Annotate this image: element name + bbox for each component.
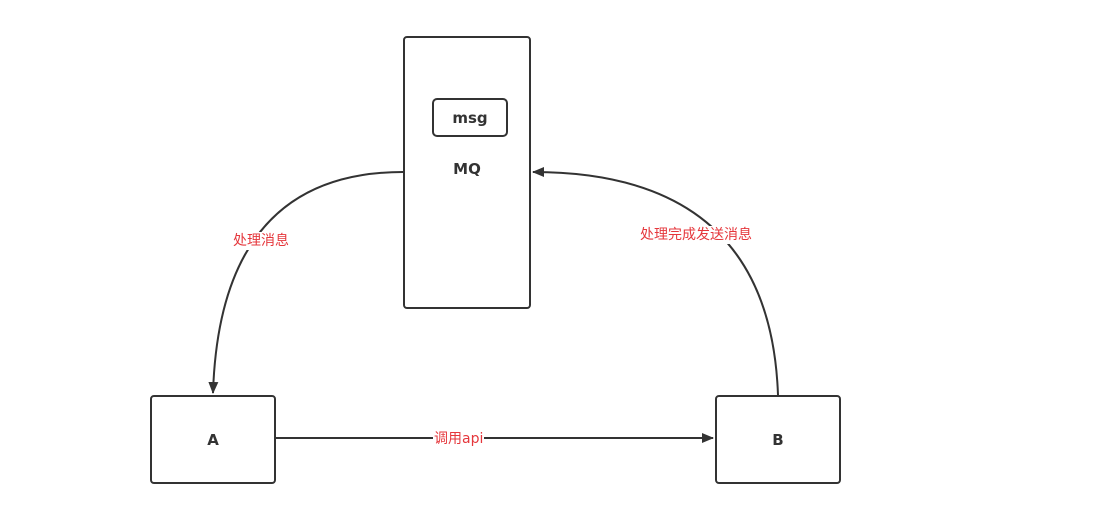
edge-label-a-to-b: 调用api: [433, 430, 485, 448]
edge-label-b-to-mq: 处理完成发送消息: [639, 226, 753, 244]
a-label: A: [207, 430, 219, 449]
mq-node: [403, 36, 531, 309]
mq-label: MQ: [453, 160, 481, 178]
edge-label-mq-to-a: 处理消息: [232, 232, 290, 250]
edge-b-to-mq: [532, 167, 779, 396]
b-label: B: [772, 430, 784, 449]
msg-node: msg: [432, 98, 508, 137]
a-node: A: [150, 395, 276, 484]
edge-mq-to-a: [208, 171, 404, 394]
b-node: B: [715, 395, 841, 484]
msg-label: msg: [452, 108, 488, 127]
